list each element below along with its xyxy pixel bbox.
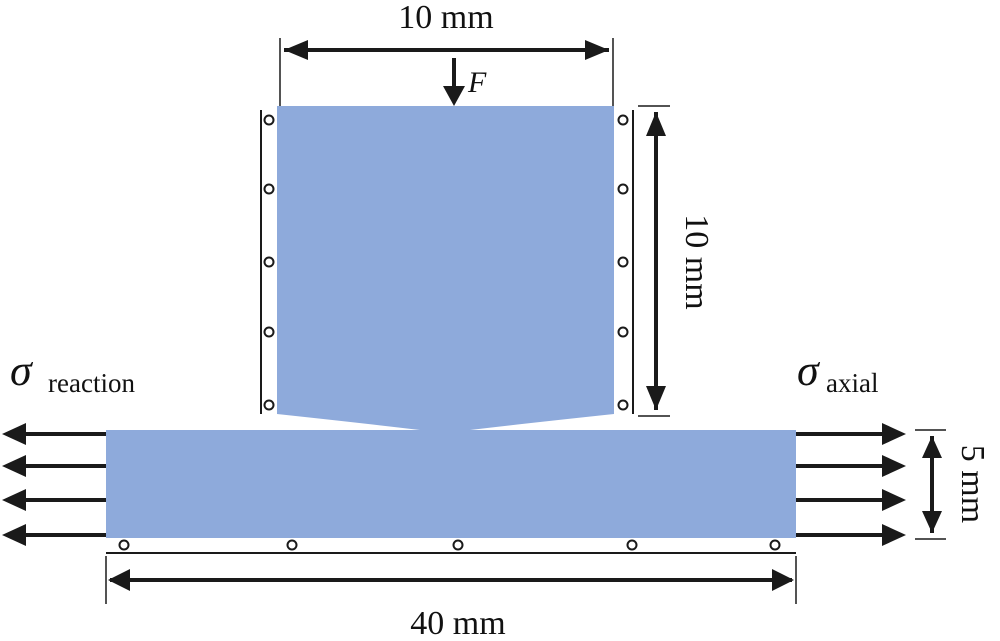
force-arrow: F — [443, 58, 487, 106]
axial-arrows — [796, 423, 906, 546]
force-label: F — [467, 66, 487, 99]
right-roller-support — [617, 110, 634, 414]
axial-subscript: axial — [826, 368, 878, 398]
axial-stress-label: σ axial — [797, 346, 878, 398]
top-height-dimension: 10 mm — [638, 105, 715, 417]
top-width-dimension: 10 mm — [279, 0, 614, 106]
reaction-subscript: reaction — [48, 368, 135, 398]
reaction-sigma: σ — [10, 346, 34, 395]
base-thickness-label: 5 mm — [954, 445, 991, 523]
top-width-label: 10 mm — [398, 0, 493, 36]
base-length-dimension: 40 mm — [105, 556, 797, 641]
left-roller-support — [260, 110, 275, 414]
base-plate — [106, 430, 796, 538]
reaction-stress-label: σ reaction — [10, 346, 135, 398]
upper-block — [277, 106, 614, 430]
base-length-label: 40 mm — [410, 605, 505, 641]
top-height-label: 10 mm — [678, 214, 715, 309]
bottom-roller-support — [106, 539, 796, 554]
axial-sigma: σ — [797, 346, 821, 395]
base-thickness-dimension: 5 mm — [915, 429, 991, 540]
reaction-arrows — [2, 423, 106, 546]
